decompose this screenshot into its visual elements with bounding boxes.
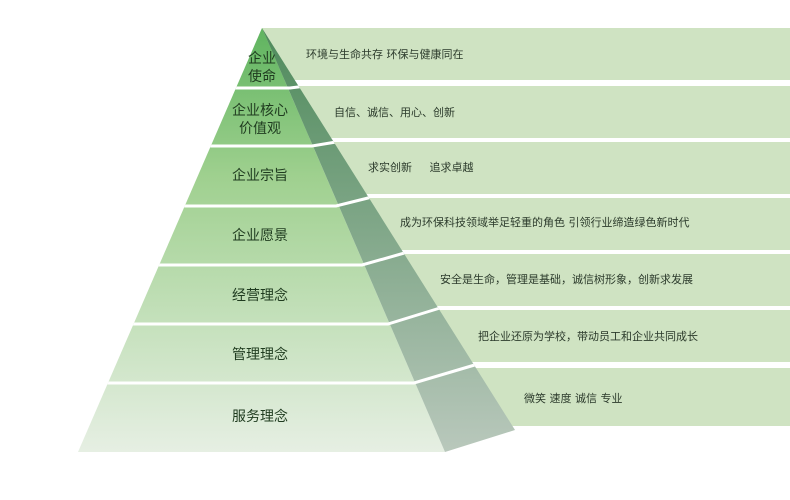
- tier-bar-1: [262, 28, 790, 80]
- tier-6-label: 管理理念: [232, 347, 288, 363]
- pyramid-front-face: [78, 28, 445, 452]
- tier-3-description: 求实创新 追求卓越: [368, 161, 474, 174]
- pyramid-side-face: [262, 28, 515, 452]
- tier-bar-5: [402, 254, 790, 306]
- tier-6-description: 把企业还原为学校，带动员工和企业共同成长: [478, 330, 698, 343]
- tier-2-label: 企业核心 价值观: [232, 103, 288, 137]
- tier-divider-6: [78, 362, 479, 385]
- tier-bar-4: [368, 198, 790, 250]
- tier-divider-5: [78, 306, 441, 326]
- tier-7-description: 微笑 速度 诚信 专业: [524, 392, 623, 405]
- tier-5-description: 安全是生命，管理是基础，诚信树形象，创新求发展: [440, 273, 693, 286]
- tier-bar-3: [334, 142, 790, 194]
- tier-divider-4: [78, 250, 409, 267]
- tier-2-description: 自信、诚信、用心、创新: [334, 106, 455, 119]
- tier-bar-2: [296, 86, 790, 138]
- tier-1-description: 环境与生命共存 环保与健康同在: [306, 48, 464, 61]
- tier-5-label: 经营理念: [232, 288, 288, 304]
- tier-4-description: 成为环保科技领域举足轻重的角色 引领行业缔造绿色新时代: [400, 216, 690, 229]
- tier-bar-7: [470, 368, 790, 426]
- tier-7-label: 服务理念: [232, 409, 288, 425]
- tier-4-label: 企业愿景: [232, 228, 288, 244]
- tier-1-label: 企业 使命: [248, 51, 276, 85]
- tier-bar-6: [436, 310, 790, 362]
- tier-3-label: 企业宗旨: [232, 168, 288, 184]
